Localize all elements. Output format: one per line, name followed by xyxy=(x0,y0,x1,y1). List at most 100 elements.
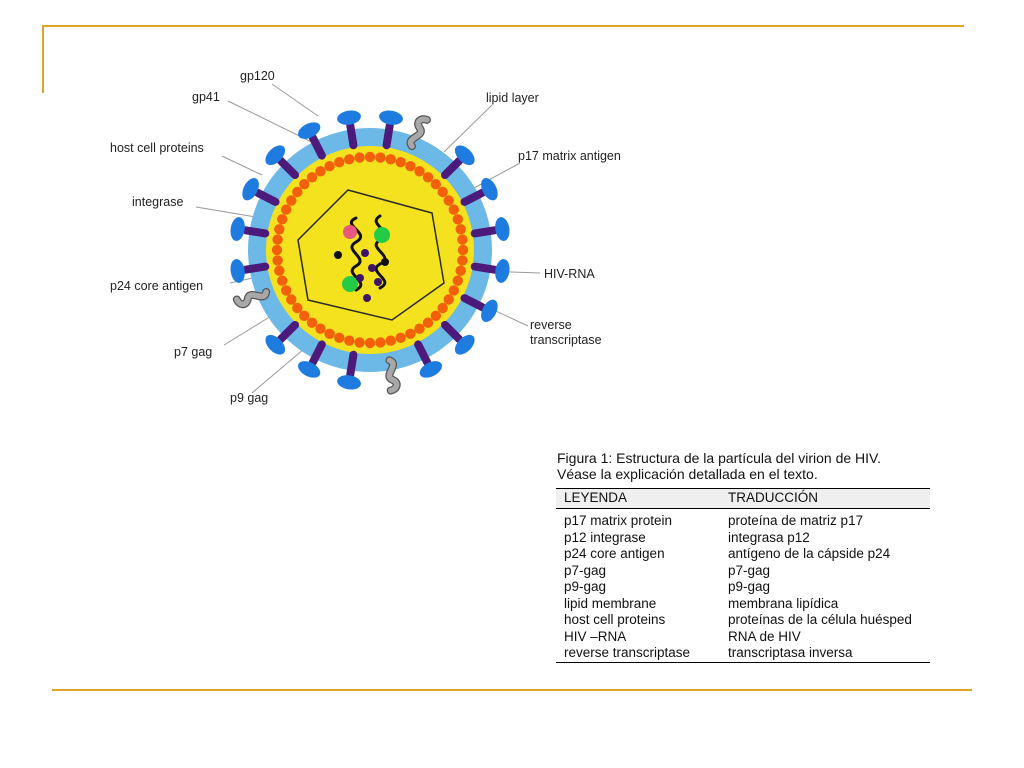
matrix-antigen-bead xyxy=(430,179,441,190)
matrix-antigen-bead xyxy=(455,224,466,235)
envelope-spike xyxy=(242,178,280,206)
legend-term: reverse transcriptase xyxy=(556,645,720,663)
gp120-cap xyxy=(454,334,475,355)
gp41-stalk xyxy=(308,133,326,160)
gp120-cap xyxy=(265,334,286,355)
envelope-spike xyxy=(379,110,403,150)
envelope-spike xyxy=(337,110,361,150)
host-protein-fill xyxy=(407,116,430,149)
matrix-antigen-bead xyxy=(443,195,454,206)
matrix-antigen-bead xyxy=(457,255,468,266)
matrix-antigen-bead xyxy=(286,294,297,305)
matrix-antigen-bead xyxy=(375,337,386,348)
matrix-antigen-bead xyxy=(277,275,288,286)
capsid-hexagon xyxy=(297,189,445,321)
matrix-antigen-bead xyxy=(364,337,376,349)
legend-translation: membrana lipídica xyxy=(728,595,839,611)
matrix-antigen-bead xyxy=(405,161,416,172)
envelope-spike xyxy=(265,145,300,180)
matrix-antigen-bead xyxy=(354,337,365,348)
gp41-stalk xyxy=(470,262,499,274)
gp120-cap xyxy=(230,259,245,283)
envelope-spikes xyxy=(230,110,510,390)
matrix-antigen-bead xyxy=(315,323,326,334)
matrix-antigen-bead xyxy=(344,154,355,165)
host-protein-fill xyxy=(234,289,269,307)
leader-host-cell-proteins xyxy=(221,155,263,176)
envelope-spike xyxy=(440,145,475,180)
matrix-antigen-bead xyxy=(414,323,425,334)
label-gp120: gp120 xyxy=(240,69,275,83)
host-protein-fill xyxy=(386,357,400,394)
matrix-antigen-bead xyxy=(292,186,303,198)
gp41-stalk xyxy=(460,294,487,312)
matrix-antigen-bead xyxy=(395,332,406,343)
legend-header-leyenda: LEYENDA xyxy=(556,488,720,509)
p7-dot-1 xyxy=(361,249,369,257)
matrix-antigen-bead xyxy=(354,152,365,163)
integrase-dot xyxy=(343,225,357,239)
matrix-antigen-bead xyxy=(299,310,310,321)
envelope-spike xyxy=(470,217,510,241)
matrix-antigen-bead xyxy=(405,328,416,339)
gp120-cap xyxy=(419,361,442,378)
gp41-stalk xyxy=(308,340,326,367)
label-lipid-layer: lipid layer xyxy=(486,91,539,105)
p7-dot-4 xyxy=(374,278,382,286)
gp41-stalk xyxy=(241,262,270,274)
label-reverse: reverse xyxy=(530,318,572,332)
legend-translation: integrasa p12 xyxy=(728,529,810,545)
gp120-cap xyxy=(481,178,498,201)
matrix-antigen-bead xyxy=(271,244,283,256)
legend-term: HIV –RNA xyxy=(564,628,627,644)
gp41-stalk xyxy=(276,320,300,344)
label-p24-core-antigen: p24 core antigen xyxy=(110,279,203,293)
envelope-spike xyxy=(414,340,442,378)
matrix-antigen-bead xyxy=(286,195,297,206)
label-transcriptase: transcriptase xyxy=(530,333,602,347)
gp120-cap xyxy=(337,110,361,125)
rna-end-dot-2 xyxy=(381,258,389,266)
matrix-antigen-bead xyxy=(437,186,448,198)
matrix-antigen-bead xyxy=(422,172,434,183)
matrix-antigen-bead xyxy=(455,265,466,276)
leader-lipid-layer xyxy=(443,104,493,153)
host-cell-protein xyxy=(232,287,271,309)
label-p7-gag: p7 gag xyxy=(174,345,212,359)
legend-term: p9-gag xyxy=(564,579,607,594)
matrix-antigen-bead xyxy=(448,204,459,215)
gp41-stalk xyxy=(346,121,358,150)
host-cell-protein xyxy=(385,356,401,395)
matrix-antigen-bead xyxy=(334,332,345,343)
gp120-cap xyxy=(230,217,245,241)
host-cell-protein xyxy=(406,115,431,151)
reverse-transcriptase-dot-top xyxy=(374,227,390,243)
matrix-antigen-bead xyxy=(457,244,469,256)
gp41-stalk xyxy=(440,320,464,344)
matrix-antigen-bead xyxy=(375,152,386,163)
legend-term: p7-gag xyxy=(564,562,607,578)
left-rule xyxy=(42,25,44,93)
matrix-antigen-bead xyxy=(344,335,355,346)
matrix-antigen-bead xyxy=(334,157,345,168)
gp120-cap xyxy=(337,375,361,390)
gp41-stalk xyxy=(253,188,280,206)
caption-line-2: Véase la explicación detallada en el tex… xyxy=(557,466,818,482)
legend-term: p17 matrix protein xyxy=(564,513,673,528)
matrix-antigen-bead xyxy=(395,157,406,168)
gp120-cap xyxy=(242,178,259,201)
envelope-spike xyxy=(460,294,498,322)
legend-translation: proteínas de la célula huésped xyxy=(728,612,912,627)
label-p17-matrix-antigen: p17 matrix antigen xyxy=(518,149,621,163)
gp41-stalk xyxy=(241,226,270,238)
gp120-cap xyxy=(379,110,403,125)
gp120-cap xyxy=(495,259,510,283)
matrix-antigen-bead xyxy=(281,204,292,215)
label-gp41: gp41 xyxy=(192,90,220,104)
figure-caption: Figura 1: Estructura de la partícula del… xyxy=(557,450,937,482)
